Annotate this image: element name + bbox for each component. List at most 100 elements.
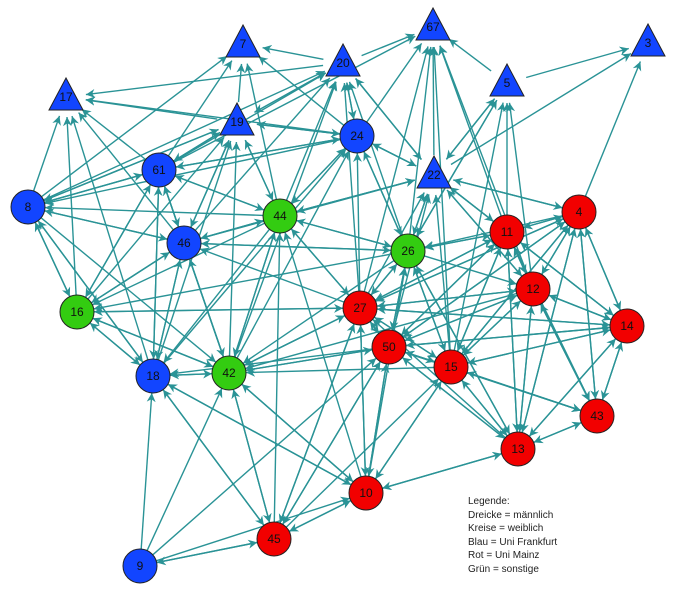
edge-8-to-20 — [43, 70, 326, 201]
node-label: 46 — [177, 236, 191, 250]
circle-marker — [371, 329, 407, 365]
node-label: 17 — [59, 90, 73, 104]
node-label: 45 — [267, 532, 281, 546]
circle-marker — [433, 349, 469, 385]
edge-27-to-4 — [375, 218, 564, 302]
node-14: 14 — [609, 308, 645, 344]
edge-27-to-42 — [243, 314, 346, 367]
circle-marker — [390, 233, 426, 269]
legend: Legende: Dreicke = männlich Kreise = wei… — [468, 495, 557, 576]
edge-26-to-67 — [409, 46, 435, 235]
node-label: 4 — [576, 205, 583, 219]
edge-24-to-26 — [363, 151, 402, 236]
edge-13-to-14 — [528, 338, 617, 437]
edge-13-to-43 — [533, 421, 582, 444]
edge-44-to-16 — [92, 222, 265, 306]
circle-marker — [141, 152, 177, 188]
circle-marker — [135, 358, 171, 394]
node-label: 13 — [511, 442, 525, 456]
edge-27-to-67 — [363, 46, 431, 292]
edge-11-to-67 — [438, 45, 502, 217]
edge-61-to-7 — [167, 60, 233, 157]
node-10: 10 — [348, 475, 384, 511]
edge-10-to-42 — [241, 383, 354, 483]
edge-26-to-20 — [348, 81, 404, 236]
node-19: 19 — [219, 101, 255, 136]
edge-22-to-24 — [371, 143, 417, 167]
legend-line-shape-triangle: Dreicke = männlich — [468, 509, 554, 521]
circle-marker — [609, 308, 645, 344]
node-17: 17 — [48, 76, 84, 111]
node-label: 7 — [240, 37, 247, 51]
edge-20-to-67 — [361, 33, 415, 57]
edge-18-to-46 — [156, 259, 183, 360]
edge-44-to-7 — [244, 63, 278, 200]
edge-61-to-17 — [81, 108, 147, 161]
edge-45-to-18 — [162, 389, 265, 526]
edge-50-to-14 — [405, 323, 611, 347]
node-45: 45 — [256, 521, 292, 557]
circle-marker — [339, 118, 375, 154]
edge-10-to-15 — [374, 380, 443, 480]
legend-line-shape-circle: Kreise = weiblich — [468, 523, 544, 534]
node-27: 27 — [342, 290, 378, 326]
edge-14-to-11 — [519, 241, 615, 317]
node-label: 44 — [273, 209, 287, 223]
node-7: 7 — [225, 23, 261, 58]
node-24: 24 — [339, 118, 375, 154]
edge-16-to-61 — [84, 184, 152, 298]
edge-50-to-11 — [400, 243, 496, 336]
node-22: 22 — [416, 154, 452, 189]
edge-12-to-42 — [245, 292, 517, 371]
node-label: 11 — [501, 225, 514, 239]
edge-44-to-18 — [163, 228, 270, 364]
node-43: 43 — [579, 398, 615, 434]
edge-27-to-11 — [374, 239, 493, 301]
edge-42-to-19 — [228, 141, 241, 357]
edge-19-to-46 — [190, 140, 230, 228]
edge-10-to-44 — [283, 231, 362, 478]
edge-13-to-26 — [415, 265, 511, 435]
node-11: 11 — [489, 214, 525, 250]
node-50: 50 — [371, 329, 407, 365]
circle-marker — [166, 225, 202, 261]
edge-61-to-20 — [173, 72, 327, 163]
edge-42-to-16 — [92, 317, 214, 368]
node-label: 15 — [444, 360, 458, 374]
edge-24-to-67 — [366, 42, 423, 123]
edge-50-to-18 — [169, 348, 373, 378]
edge-44-to-46 — [200, 219, 264, 241]
edge-24-to-7 — [258, 56, 345, 126]
circle-marker — [348, 475, 384, 511]
node-label: 14 — [620, 319, 634, 333]
edge-45-to-50 — [282, 361, 381, 525]
node-16: 16 — [59, 294, 95, 330]
circle-marker — [262, 198, 298, 234]
edge-45-to-44 — [273, 232, 285, 523]
edge-18-to-61 — [152, 186, 163, 360]
edge-27-to-20 — [340, 82, 360, 292]
edge-27-to-46 — [199, 247, 345, 303]
edges-layer — [32, 33, 642, 566]
node-label: 20 — [336, 56, 350, 70]
edge-20-to-7 — [262, 44, 324, 60]
circle-marker — [59, 294, 95, 330]
edge-15-to-67 — [430, 46, 451, 351]
node-label: 22 — [427, 168, 441, 182]
circle-marker — [579, 398, 615, 434]
edge-16-to-19 — [87, 136, 225, 300]
circle-marker — [500, 431, 536, 467]
edge-43-to-4 — [576, 228, 597, 400]
edge-20-to-19 — [254, 72, 326, 113]
node-61: 61 — [141, 152, 177, 188]
edge-13-to-12 — [518, 305, 536, 433]
circle-marker — [515, 271, 551, 307]
node-9: 9 — [122, 548, 158, 584]
edge-24-to-61 — [175, 138, 341, 171]
node-46: 46 — [166, 225, 202, 261]
edge-18-to-24 — [163, 148, 347, 364]
edge-10-to-18 — [167, 383, 352, 486]
node-4: 4 — [561, 194, 597, 230]
edge-18-to-17 — [70, 115, 149, 361]
triangle-marker — [630, 22, 666, 57]
